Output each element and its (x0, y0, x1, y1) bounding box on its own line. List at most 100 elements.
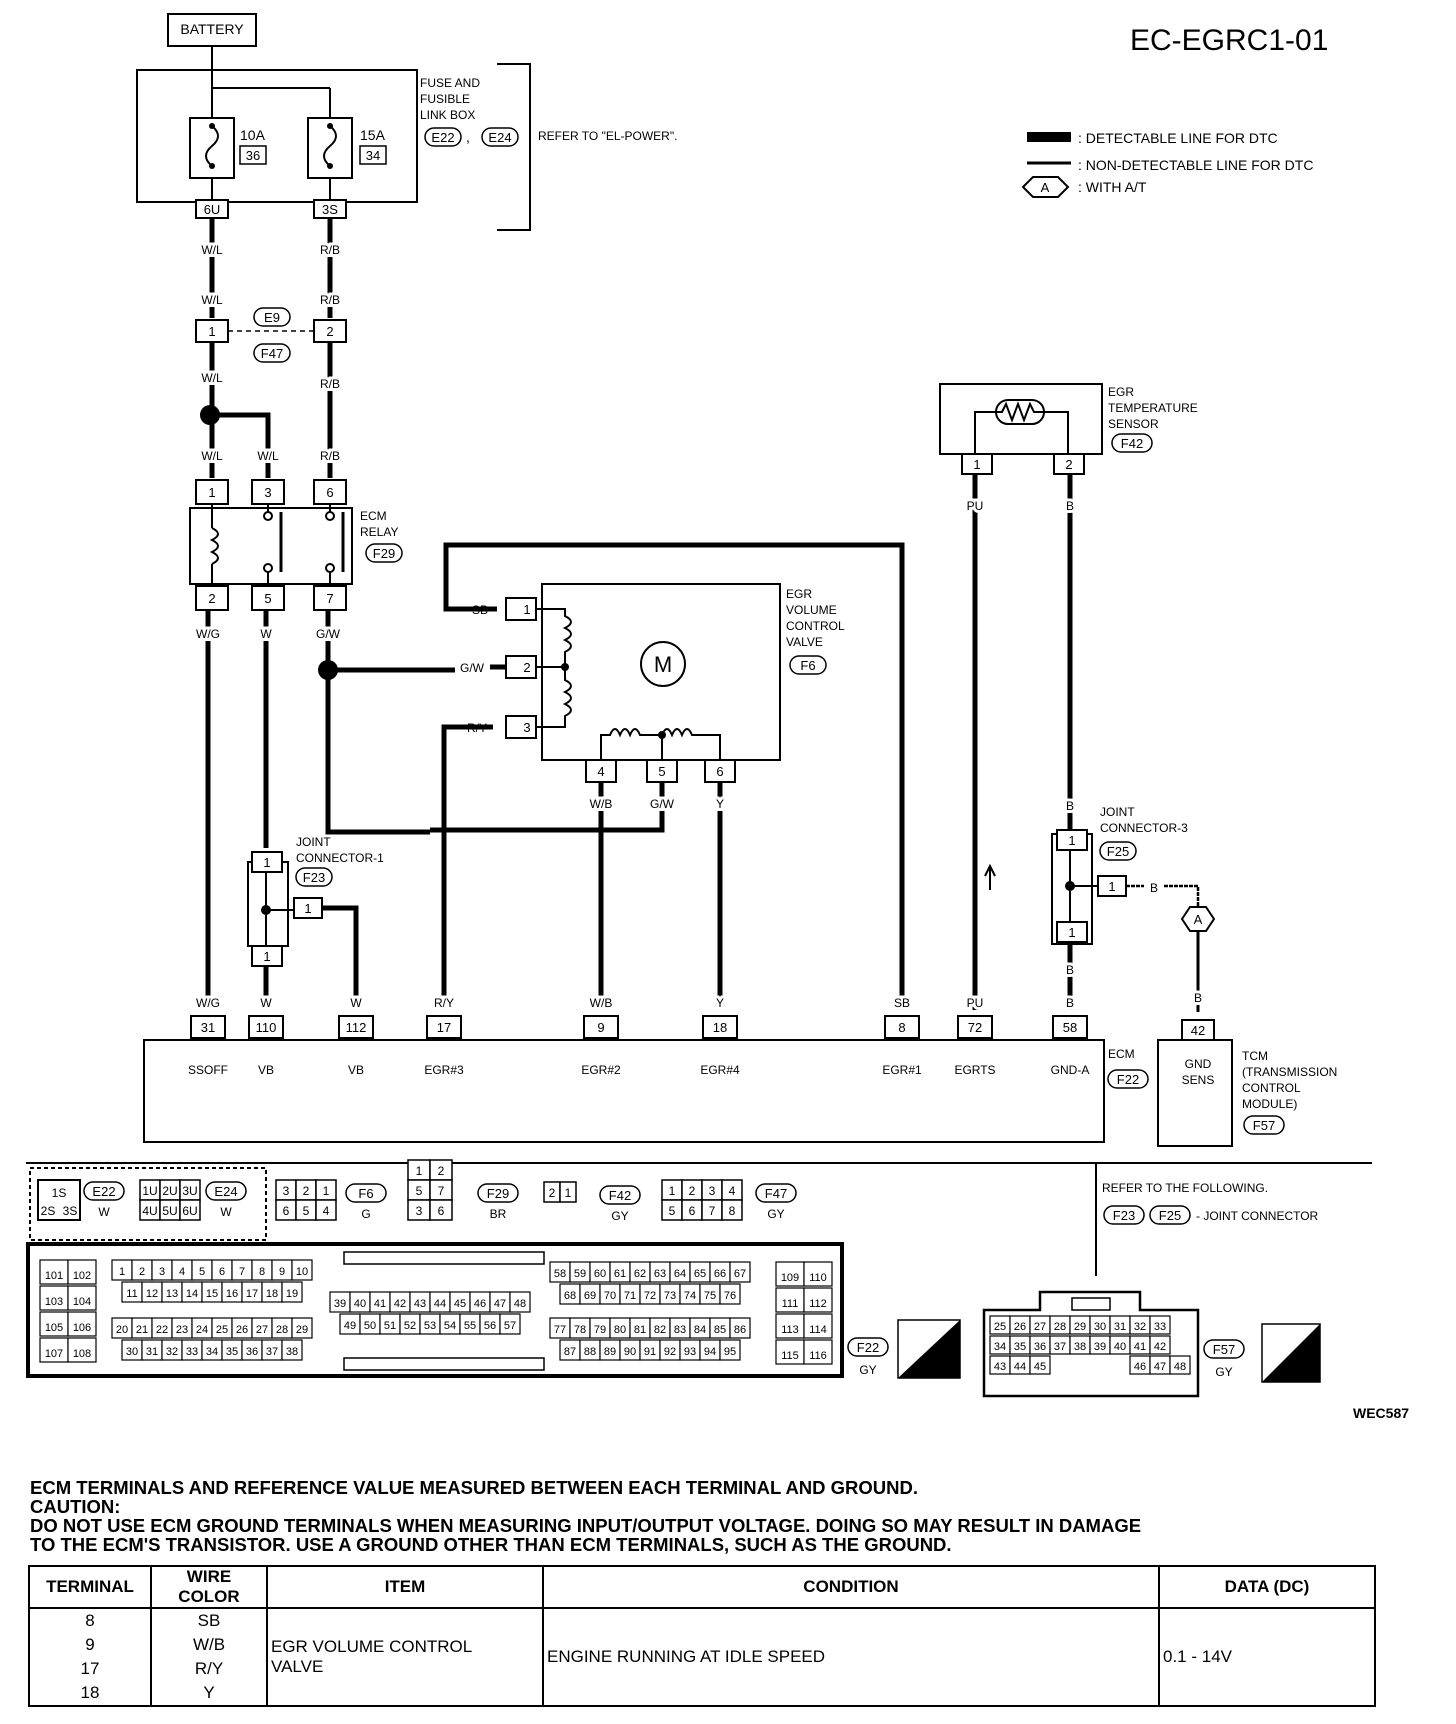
wire-label-bg: W/B (590, 996, 613, 1010)
ecm-a-cell (39, 1311, 69, 1337)
ecm-r1-cell-label: 2 (139, 1266, 145, 1278)
relay-pin: 6 (326, 485, 333, 500)
e22-cell-label: 1S (52, 1186, 67, 1200)
f6-id-label: F6 (358, 1186, 373, 1201)
e24-cell-label: 5U (162, 1204, 177, 1218)
f47-color: GY (767, 1207, 784, 1221)
ecm-terminal-name: EGR#2 (581, 1063, 621, 1077)
detectable-line-swatch (1027, 132, 1071, 142)
fuse2-pin: 3S (322, 202, 338, 217)
fuse1-num: 36 (246, 148, 260, 163)
ecm-m2-cell-label: 49 (344, 1320, 356, 1332)
relay-title: ECM (360, 509, 387, 523)
ecm-z-cell-label: 110 (809, 1272, 827, 1284)
fuse1-amp: 10A (240, 127, 266, 143)
f42-cell-label: 2 (549, 1186, 556, 1200)
fusebox-bracket (497, 63, 531, 231)
valve-title: CONTROL (786, 619, 845, 633)
ecm-m2-cell-label: 57 (504, 1320, 516, 1332)
ecm-conn-id (847, 1337, 889, 1357)
tcm-cell-label: 38 (1074, 1341, 1086, 1353)
wire-label: Y (716, 797, 724, 811)
ecm-terminal-box (1052, 1015, 1088, 1039)
relay-pin: 3 (264, 485, 271, 500)
ecm-n2-cell-label: 72 (644, 1290, 656, 1302)
ecm-m2-cell-label: 50 (364, 1320, 376, 1332)
tcm-cell-label: 45 (1034, 1361, 1046, 1373)
ecm-n3-cell-label: 83 (674, 1324, 686, 1336)
ecm-n4-cell-label: 89 (604, 1346, 616, 1358)
f47-cell-label: 6 (689, 1204, 696, 1218)
sensor-title: SENSOR (1108, 417, 1159, 431)
ecm-r1-cell-label: 1 (119, 1266, 125, 1278)
f6-cell-label: 1 (323, 1184, 330, 1198)
e9-pin2: 2 (326, 324, 333, 339)
f29-cell-label: 6 (438, 1204, 445, 1218)
ecm-terminal-wire: Y (716, 996, 724, 1010)
ecm-m1-cell-label: 46 (474, 1298, 486, 1310)
ecm-terminal-name: EGRTS (954, 1063, 995, 1077)
bg: R/B (320, 243, 340, 257)
wire-label: W/L (201, 371, 223, 385)
ecm-terminal-wire: R/Y (434, 996, 454, 1010)
wire-label-bg: R/Y (434, 996, 454, 1010)
hs-label: H.S. (929, 1362, 954, 1377)
bg: G/W (650, 797, 675, 811)
ecm-r1-cell-label: 6 (219, 1266, 225, 1278)
f6-cell-label: 4 (323, 1204, 330, 1218)
ecm-r1-cell-label: 9 (279, 1266, 285, 1278)
ecm-m2-cell-label: 54 (444, 1320, 456, 1332)
ecm-terminal-pin: 31 (201, 1020, 215, 1035)
note-line: DO NOT USE ECM GROUND TERMINALS WHEN MEA… (30, 1515, 1142, 1536)
conn-f23: F23 (303, 870, 325, 885)
sensor-pin: 1 (973, 457, 980, 472)
ecm-terminal-box (583, 1015, 619, 1039)
ecm-r1-cell-label: 7 (239, 1266, 245, 1278)
wire-label-bg: W (350, 996, 362, 1010)
battery-box (167, 13, 257, 47)
ecm-terminal-pin: 8 (898, 1020, 905, 1035)
ecm-m2-cell-label: 52 (404, 1320, 416, 1332)
tcm-cell-label: 31 (1114, 1321, 1126, 1333)
wire-label: W/B (590, 797, 613, 811)
ecm-m1-cell-label: 47 (494, 1298, 506, 1310)
ecm-terminal-wire: W/B (590, 996, 613, 1010)
f6-cell-label: 3 (283, 1184, 290, 1198)
f42-id-label: F42 (609, 1188, 631, 1203)
ecm-z-cell-label: 116 (809, 1350, 827, 1362)
ecm-n1-cell (729, 1261, 751, 1283)
ecm-n2-cell-label: 76 (724, 1290, 736, 1302)
bg: W/B (590, 797, 613, 811)
cell-wire: SB (150, 1608, 268, 1633)
tcm-conn-latch (1071, 1297, 1111, 1311)
tcm-cell-label: 44 (1014, 1361, 1026, 1373)
conn-f57: F57 (1253, 1118, 1275, 1133)
wire-label: PU (967, 499, 984, 513)
ecm-a-cell (39, 1259, 69, 1285)
ecm-n1-cell-label: 66 (714, 1268, 726, 1280)
e24-cell-label: 4U (142, 1204, 157, 1218)
tcm-cell-label: 33 (1154, 1321, 1166, 1333)
bg: W/L (201, 293, 223, 307)
tcm-title: TCM (1242, 1049, 1268, 1063)
item-line: VALVE (271, 1657, 324, 1676)
tcm-title: MODULE) (1242, 1097, 1297, 1111)
ecm-terminal-name: VB (258, 1063, 274, 1077)
ecm-z-cell-label: 115 (781, 1350, 799, 1362)
ecm-terminal-pin: 58 (1063, 1020, 1077, 1035)
wire-label: W/G (196, 627, 220, 641)
ecm-n3-cell-label: 79 (594, 1324, 606, 1336)
bg: W (260, 627, 272, 641)
ecm-n4-cell-label: 94 (704, 1346, 716, 1358)
f47-cell-label: 2 (689, 1184, 696, 1198)
ecm-terminal-name: GND-A (1051, 1063, 1090, 1077)
f47-cell-label: 4 (729, 1184, 736, 1198)
ecm-r3-cell-label: 23 (176, 1324, 188, 1336)
valve-pin: 3 (523, 720, 530, 735)
wire-label-bg: SB (894, 996, 910, 1010)
ecm-n3-cell-label: 77 (554, 1324, 566, 1336)
wire-label: W/L (257, 449, 279, 463)
ecm-n1-cell-label: 65 (694, 1268, 706, 1280)
f47-id-label: F47 (765, 1186, 787, 1201)
